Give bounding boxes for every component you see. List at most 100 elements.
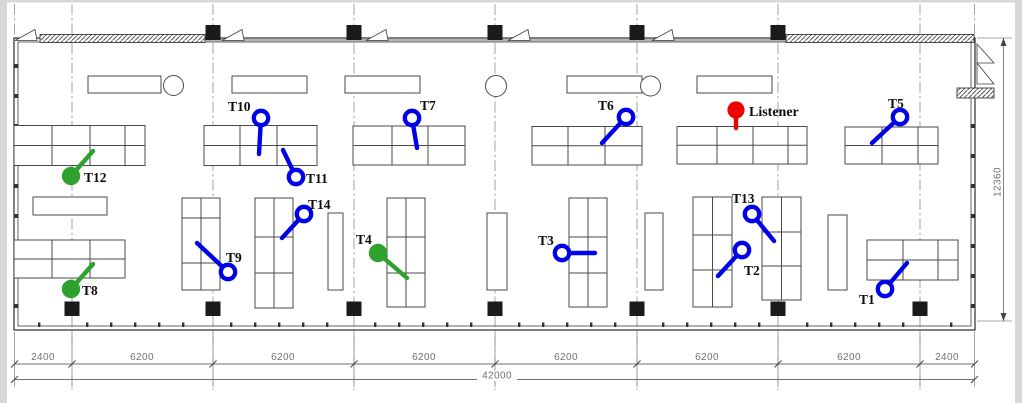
column [770,301,786,316]
talker-T2-head [732,240,752,260]
plan-walls-furniture [13,25,995,331]
mullion-tick [13,184,19,188]
talker-T7-marker [402,108,422,151]
dimension-total-label: 42000 [482,371,512,382]
column [629,301,645,316]
hatched-wall-segment [785,34,975,43]
mullion-tick [542,322,545,327]
mullion-tick [970,214,976,218]
talker-T4-marker [368,243,410,281]
cabinet [644,212,664,291]
cabinet [327,212,344,291]
mullion-tick [158,322,161,327]
dimension-label-bg [477,370,517,381]
mullion-tick [854,322,857,327]
mullion-tick [110,322,113,327]
cabinet [827,214,848,291]
talker-T3-head [552,243,572,263]
column [770,25,786,40]
sideboard [87,75,162,94]
mullion-tick [970,184,976,188]
listener-marker [727,101,745,131]
talker-T12-label: T12 [84,170,107,185]
hatched-wall-segment [39,34,206,43]
dimension-tick [68,360,76,368]
talker-T9-label: T9 [226,250,242,265]
mullion-tick [13,304,19,308]
mullion-tick [134,322,137,327]
mullion-tick [13,214,19,218]
sideboard [32,196,108,216]
talker-T6-marker [599,107,636,146]
talker-T3-marker [552,243,598,263]
talker-T7-head [402,108,422,128]
mullion-tick [278,322,281,327]
door-leaf [976,42,995,64]
mullion-tick [230,322,233,327]
dimension-tick [970,360,979,368]
talker-T6-label: T6 [598,98,614,113]
talker-T6-head [616,107,636,127]
column [64,301,80,316]
dimension-tick [350,360,358,368]
mullion-tick [614,322,617,327]
dimension-label: 6200 [271,352,295,363]
dimension-tick [916,360,924,368]
mullion-tick [686,322,689,327]
mullion-tick [758,322,761,327]
dimension-tick [633,360,641,368]
mullion-tick [13,94,19,98]
dimension-label: 2400 [31,352,55,363]
talker-T7-label: T7 [420,98,436,113]
column [346,301,362,316]
right-edge-band [1015,0,1022,403]
talker-T4-head [368,243,388,263]
mullion-tick [446,322,449,327]
talker-T11-label: T11 [306,171,328,186]
talker-T8-marker [61,261,96,299]
talker-T10-head [251,108,271,128]
dimension-label: 6200 [554,352,578,363]
talker-T11-marker [280,147,306,187]
talker-T14-label: T14 [308,197,331,212]
sideboard [566,75,643,94]
mullion-tick [182,322,185,327]
structural-grid-lines [14,4,975,390]
listener-label: Listener [749,105,799,120]
dimension-label: 6200 [130,352,154,363]
dimension-label: 6200 [412,352,436,363]
column [487,25,503,40]
mullion-tick [470,322,473,327]
talker-T11-head [286,167,306,187]
talker-T8-label: T8 [82,283,98,298]
talker-T10-label: T10 [228,99,251,114]
column [487,301,503,316]
talker-T2-marker [715,240,752,279]
mullion-tick [734,322,737,327]
mullion-tick [566,322,569,327]
dimension-tick [491,360,499,368]
talker-T1-marker [875,260,910,299]
dimension-arrow [1000,38,1007,46]
talker-T12-head [61,166,81,186]
round-table [640,75,661,97]
talker-T5-marker [869,107,910,146]
dimension-tick [209,360,217,368]
mullion-tick [86,322,89,327]
column [912,301,928,316]
mullion-tick [326,322,329,327]
mullion-tick [38,322,41,327]
mullion-tick [970,244,976,248]
listener-head [727,101,745,119]
talker-T8-head [61,279,81,299]
mullion-tick [710,322,713,327]
mullion-tick [590,322,593,327]
mullion-tick [254,322,257,327]
dimension-label: 6200 [695,352,719,363]
mullion-tick [422,322,425,327]
mullion-tick [902,322,905,327]
sideboard [344,75,421,94]
mullion-tick [830,322,833,327]
